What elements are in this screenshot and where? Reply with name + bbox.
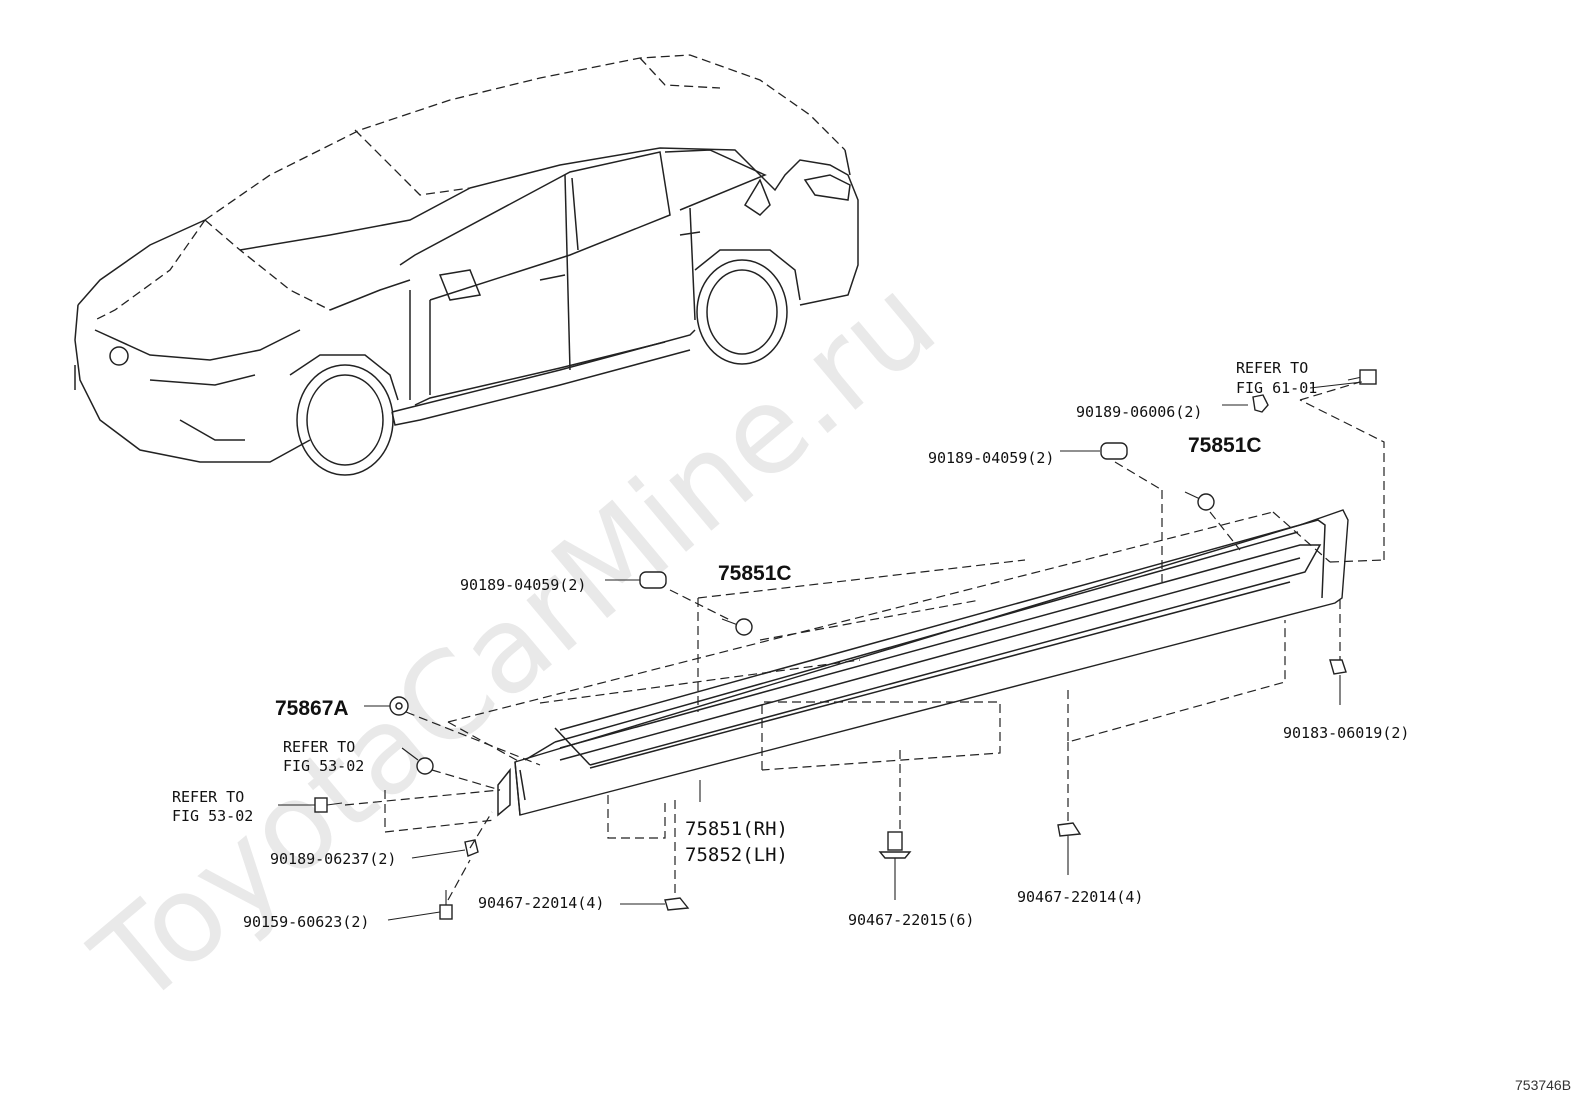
- clip-90467-22014-left-icon: [664, 897, 690, 911]
- refer-fig53-lower-line2: FIG 53-02: [172, 807, 253, 825]
- label-90183-06019: 90183-06019(2): [1283, 724, 1409, 742]
- label-75867a: 75867A: [275, 697, 349, 720]
- screw-75851c-left-icon: [721, 618, 753, 636]
- bolt-fig61-icon: [1347, 369, 1377, 385]
- illustration-id: 753746B: [1515, 1077, 1571, 1093]
- screw-75851c-right-icon: [1184, 491, 1215, 511]
- pad-90189-04059-left-icon: [639, 571, 667, 589]
- label-90159-60623: 90159-60623(2): [243, 913, 369, 931]
- assembly-lines: [344, 381, 1385, 901]
- label-90467-22014-left: 90467-22014(4): [478, 894, 604, 912]
- grommet-75867a-icon: [389, 696, 409, 716]
- pad-90189-04059-right-icon: [1100, 442, 1128, 460]
- label-75851c-right: 75851C: [1188, 434, 1262, 457]
- nut-fig53-upper-icon: [416, 757, 434, 775]
- clip-90183-06019-icon: [1329, 659, 1347, 675]
- refer-fig53-upper-line2: FIG 53-02: [283, 757, 364, 775]
- leader-lines: [278, 381, 1363, 921]
- screw-90159-60623-icon: [439, 890, 453, 920]
- label-90189-04059-right: 90189-04059(2): [928, 449, 1054, 467]
- refer-fig61-line1: REFER TO: [1236, 359, 1308, 377]
- clip-90189-06237-icon: [464, 839, 479, 857]
- rocker-panel-assembly: [497, 509, 1349, 817]
- label-90467-22014-right: 90467-22014(4): [1017, 888, 1143, 906]
- hardware-symbols: [314, 369, 1377, 920]
- label-90189-06006: 90189-06006(2): [1076, 403, 1202, 421]
- clip-90467-22014-right-icon: [1057, 822, 1082, 837]
- label-90467-22015: 90467-22015(6): [848, 911, 974, 929]
- callout-labels: REFER TO FIG 61-01 90189-06006(2) 75851C…: [172, 359, 1571, 1093]
- label-75851c-left: 75851C: [718, 562, 792, 585]
- label-75852-lh: 75852(LH): [685, 844, 788, 866]
- refer-fig53-upper-line1: REFER TO: [283, 738, 355, 756]
- refer-fig61-line2: FIG 61-01: [1236, 379, 1317, 397]
- watermark-text: ToyotaCarMine.ru: [69, 252, 962, 1033]
- clip-90467-22015-icon: [878, 831, 912, 859]
- label-75851-rh: 75851(RH): [685, 818, 788, 840]
- vehicle-illustration: [74, 54, 859, 476]
- refer-fig53-lower-line1: REFER TO: [172, 788, 244, 806]
- clip-90189-06006-icon: [1252, 394, 1269, 413]
- label-90189-04059-left: 90189-04059(2): [460, 576, 586, 594]
- bolt-fig53-lower-icon: [314, 797, 343, 813]
- label-90189-06237: 90189-06237(2): [270, 850, 396, 868]
